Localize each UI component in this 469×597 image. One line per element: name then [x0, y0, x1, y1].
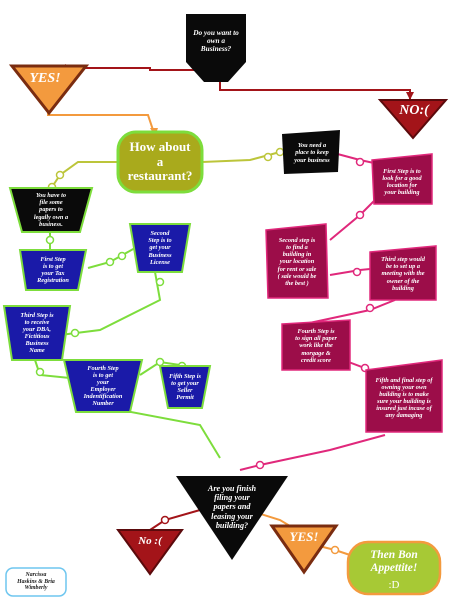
authors-shape [5, 567, 67, 597]
connector-end-marker [155, 357, 165, 367]
connector-end-marker [365, 303, 375, 313]
yes-top-shape [8, 64, 90, 116]
second-find-shape [265, 223, 329, 299]
connector-end-marker [263, 152, 273, 162]
no-bottom-shape [116, 529, 184, 576]
second-license-shape [128, 223, 192, 273]
connector-end-marker [35, 367, 45, 377]
papers-shape [8, 187, 94, 233]
yes-bottom-shape [269, 524, 339, 575]
connector-end-marker [355, 210, 365, 220]
fifth-seller-shape [158, 365, 212, 409]
connector-end-marker [155, 277, 165, 287]
connector-location-to-find [329, 194, 381, 241]
restaurant-shape [116, 130, 204, 194]
connector-end-marker [117, 251, 127, 261]
place-shape [282, 130, 340, 174]
fourth-ein-shape [62, 359, 144, 413]
fourth-mortgage-shape [281, 319, 351, 371]
connector-restaurant-to-papers [51, 161, 120, 188]
connector-second-to-third [59, 271, 162, 336]
first-location-shape [371, 153, 433, 205]
first-tax-shape [18, 249, 88, 291]
bon-appetit-shape [346, 540, 442, 596]
finish-shape [176, 476, 288, 560]
connector-yes-to-restaurant [47, 92, 156, 137]
no-top-shape [377, 99, 449, 140]
connector-end-marker [160, 515, 170, 525]
connector-finish-to-no [149, 509, 201, 531]
connector-end-marker [352, 267, 362, 277]
connector-end-marker [55, 170, 65, 180]
connector-start-to-no [219, 82, 411, 100]
third-dba-shape [2, 305, 72, 361]
connector-start-to-yes [58, 67, 200, 71]
start-shape [186, 14, 246, 82]
connector-end-marker [275, 147, 285, 157]
third-meeting-shape [369, 245, 437, 301]
connector-end-marker [105, 257, 115, 267]
connector-end-marker [45, 235, 55, 245]
connector-end-marker [70, 328, 80, 338]
connector-end-marker [255, 460, 265, 470]
fifth-insured-shape [365, 359, 443, 433]
connector-end-marker [355, 157, 365, 167]
connector-end-marker [330, 545, 340, 555]
connector-fourth-to-finish [109, 407, 221, 459]
arrowhead-start-to-no [406, 92, 414, 100]
connector-insured-to-finish [239, 434, 386, 471]
